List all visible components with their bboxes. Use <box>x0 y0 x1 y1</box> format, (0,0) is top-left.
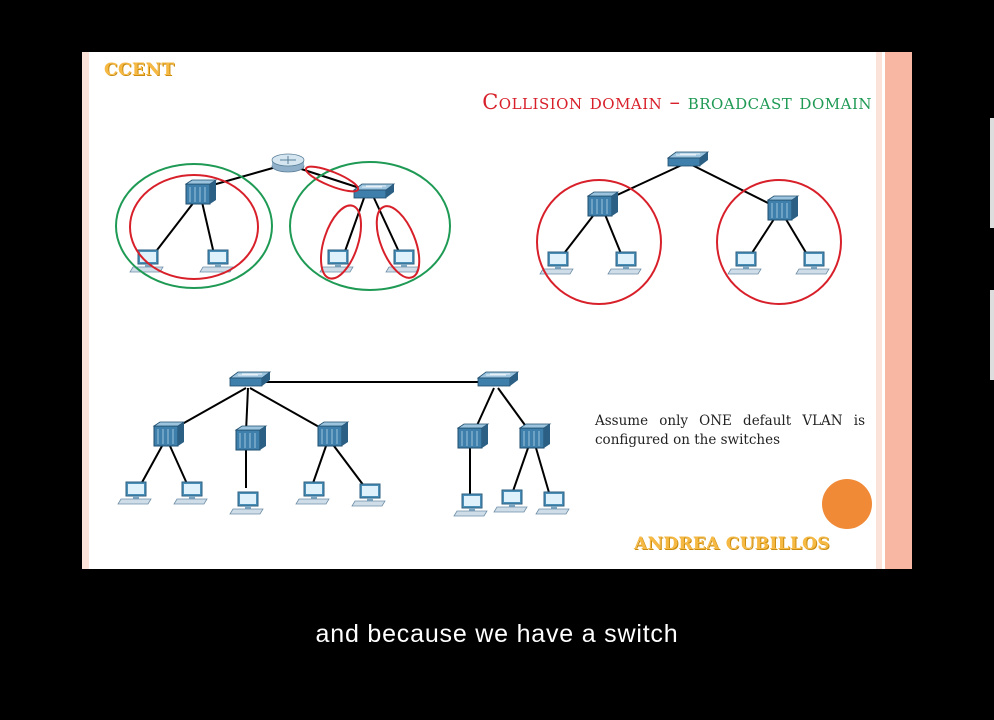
collision-domain-ring <box>536 179 662 305</box>
broadcast-domain-ring <box>289 161 451 291</box>
hub-icon <box>185 179 217 205</box>
hub-icon <box>457 423 489 449</box>
pc-icon <box>173 481 208 505</box>
collision-domain-ring <box>716 179 842 305</box>
broadcast-domain-ring <box>115 163 273 289</box>
pc-icon <box>385 249 420 273</box>
switch-icon <box>667 151 709 167</box>
hub-icon <box>317 421 349 447</box>
slide-title: Collision domain – broadcast domain <box>482 90 872 114</box>
record-dot-icon <box>822 479 872 529</box>
collision-domain-ring <box>375 205 421 279</box>
pc-icon <box>351 483 386 507</box>
diagram-switch-two-hubs <box>536 151 842 305</box>
collision-domain-ring <box>320 204 362 280</box>
edge-mark <box>990 118 994 228</box>
network-diagram <box>115 151 872 529</box>
brand-label: CCENT <box>104 60 175 80</box>
pc-icon <box>117 481 152 505</box>
hub-icon <box>587 191 619 217</box>
slide: CCENT Collision domain – broadcast domai… <box>82 52 912 569</box>
video-subtitle: and because we have a switch <box>315 620 679 648</box>
slide-left-border <box>82 52 89 569</box>
switch-icon <box>353 183 395 199</box>
title-dash: – <box>669 90 681 114</box>
collision-domain-ring <box>304 165 360 193</box>
vlan-note: Assume only ONE default VLAN is configur… <box>595 413 865 448</box>
pc-icon <box>795 251 830 275</box>
pc-icon <box>607 251 642 275</box>
title-collision: Collision domain <box>482 90 663 114</box>
pc-icon <box>199 249 234 273</box>
hub-icon <box>519 423 551 449</box>
collision-domain-ring <box>129 174 259 280</box>
switch-icon <box>229 371 271 387</box>
router-icon <box>271 153 305 173</box>
pc-icon <box>319 249 354 273</box>
hub-icon <box>153 421 185 447</box>
slide-right-band <box>885 52 912 569</box>
diagram-router-topology <box>115 153 451 291</box>
hub-icon <box>767 195 799 221</box>
title-broadcast: broadcast domain <box>687 90 872 114</box>
edge-mark <box>990 290 994 380</box>
pc-icon <box>535 491 570 515</box>
author-label: ANDREA CUBILLOS <box>634 534 830 554</box>
switch-icon <box>477 371 519 387</box>
pc-icon <box>229 491 264 515</box>
slide-right-border <box>876 52 882 569</box>
pc-icon <box>727 251 762 275</box>
pc-icon <box>295 481 330 505</box>
diagram-two-switches <box>117 371 570 517</box>
pc-icon <box>493 489 528 513</box>
pc-icon <box>453 493 488 517</box>
hub-icon <box>235 425 267 451</box>
